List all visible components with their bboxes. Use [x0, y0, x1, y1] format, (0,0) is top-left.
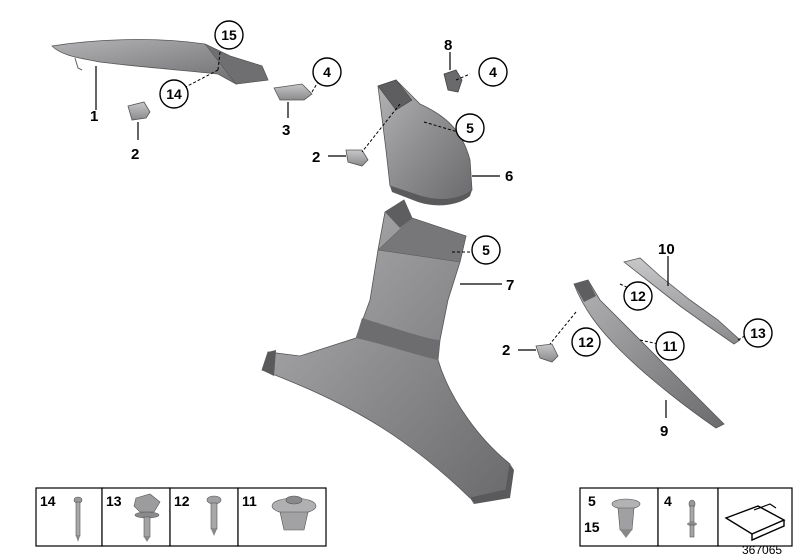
svg-text:12: 12	[630, 288, 646, 304]
callout-6: 6	[505, 168, 513, 185]
svg-text:13: 13	[106, 493, 122, 509]
svg-text:4: 4	[323, 64, 331, 80]
part-6-upper-pillar-trim	[377, 79, 473, 206]
legend-item-14: 14	[40, 493, 83, 542]
svg-text:367065: 367065	[742, 543, 782, 557]
trim-clip-icon	[611, 498, 641, 538]
callout-11: 11	[655, 331, 685, 361]
legend-right: 5 15 4	[579, 487, 793, 547]
callout-7: 7	[506, 277, 514, 294]
legend-item-11: 11	[242, 493, 317, 531]
svg-text:2: 2	[312, 149, 320, 166]
legend-item-5-15: 5 15	[584, 493, 641, 538]
callout-2-c: 2	[502, 342, 510, 359]
callout-12-a: 12	[623, 281, 653, 311]
svg-text:11: 11	[663, 338, 678, 354]
part-8-clip	[443, 69, 463, 93]
callout-13: 13	[743, 318, 773, 348]
part-2-clip-c	[535, 343, 559, 363]
callout-5-b: 5	[471, 235, 501, 265]
svg-text:15: 15	[584, 519, 600, 535]
callout-8: 8	[444, 37, 452, 54]
svg-text:14: 14	[166, 86, 182, 102]
legend-item-12: 12	[174, 493, 222, 536]
svg-text:9: 9	[660, 423, 668, 440]
expanding-clip-icon	[271, 495, 317, 531]
callout-15: 15	[214, 20, 244, 50]
svg-text:3: 3	[282, 122, 290, 139]
diagram-reference: 367065	[742, 543, 782, 557]
callout-5-a: 5	[455, 113, 485, 143]
svg-text:12: 12	[578, 334, 594, 350]
small-parts-kit-icon	[724, 503, 786, 542]
callout-9: 9	[660, 423, 668, 440]
callout-4-b: 4	[478, 57, 508, 87]
self-tapping-screw-icon	[206, 495, 222, 536]
leader-lines	[95, 51, 749, 418]
blind-rivet-icon	[687, 499, 697, 538]
part-10-strip	[623, 257, 741, 345]
svg-text:4: 4	[664, 493, 672, 509]
svg-text:12: 12	[174, 493, 190, 509]
svg-text:8: 8	[444, 37, 452, 54]
part-7-pillar-trim	[261, 199, 514, 504]
svg-text:14: 14	[40, 493, 56, 509]
svg-text:2: 2	[502, 342, 510, 359]
callout-2-a: 2	[131, 146, 139, 163]
part-2-clip-b	[345, 149, 369, 167]
svg-text:5: 5	[466, 120, 474, 136]
part-9-lower-trim	[573, 279, 725, 429]
callout-12-b: 12	[571, 327, 601, 357]
svg-text:5: 5	[482, 242, 490, 258]
svg-text:6: 6	[505, 168, 513, 185]
svg-text:10: 10	[658, 241, 675, 258]
legend-item-13: 13	[106, 493, 161, 542]
callout-4-a: 4	[312, 57, 342, 87]
svg-text:2: 2	[131, 146, 139, 163]
part-1-upper-trim	[51, 39, 269, 85]
long-screw-icon	[73, 496, 83, 542]
callout-3: 3	[282, 122, 290, 139]
callout-14: 14	[159, 79, 189, 109]
svg-text:1: 1	[90, 108, 98, 125]
legend-left: 14 13 12 11	[35, 487, 327, 547]
svg-text:4: 4	[489, 64, 497, 80]
svg-text:11: 11	[242, 493, 257, 509]
callout-10: 10	[658, 241, 675, 258]
svg-text:7: 7	[506, 277, 514, 294]
part-2-clip-a	[127, 101, 151, 121]
legend-item-kit	[724, 503, 786, 542]
part-3-bracket	[273, 83, 313, 101]
legend-item-4: 4	[664, 493, 697, 538]
svg-text:5: 5	[588, 493, 596, 509]
hex-bolt-icon	[133, 493, 161, 542]
svg-text:13: 13	[750, 325, 766, 341]
svg-text:15: 15	[221, 27, 237, 43]
callout-2-b: 2	[312, 149, 320, 166]
callout-1: 1	[90, 108, 98, 125]
